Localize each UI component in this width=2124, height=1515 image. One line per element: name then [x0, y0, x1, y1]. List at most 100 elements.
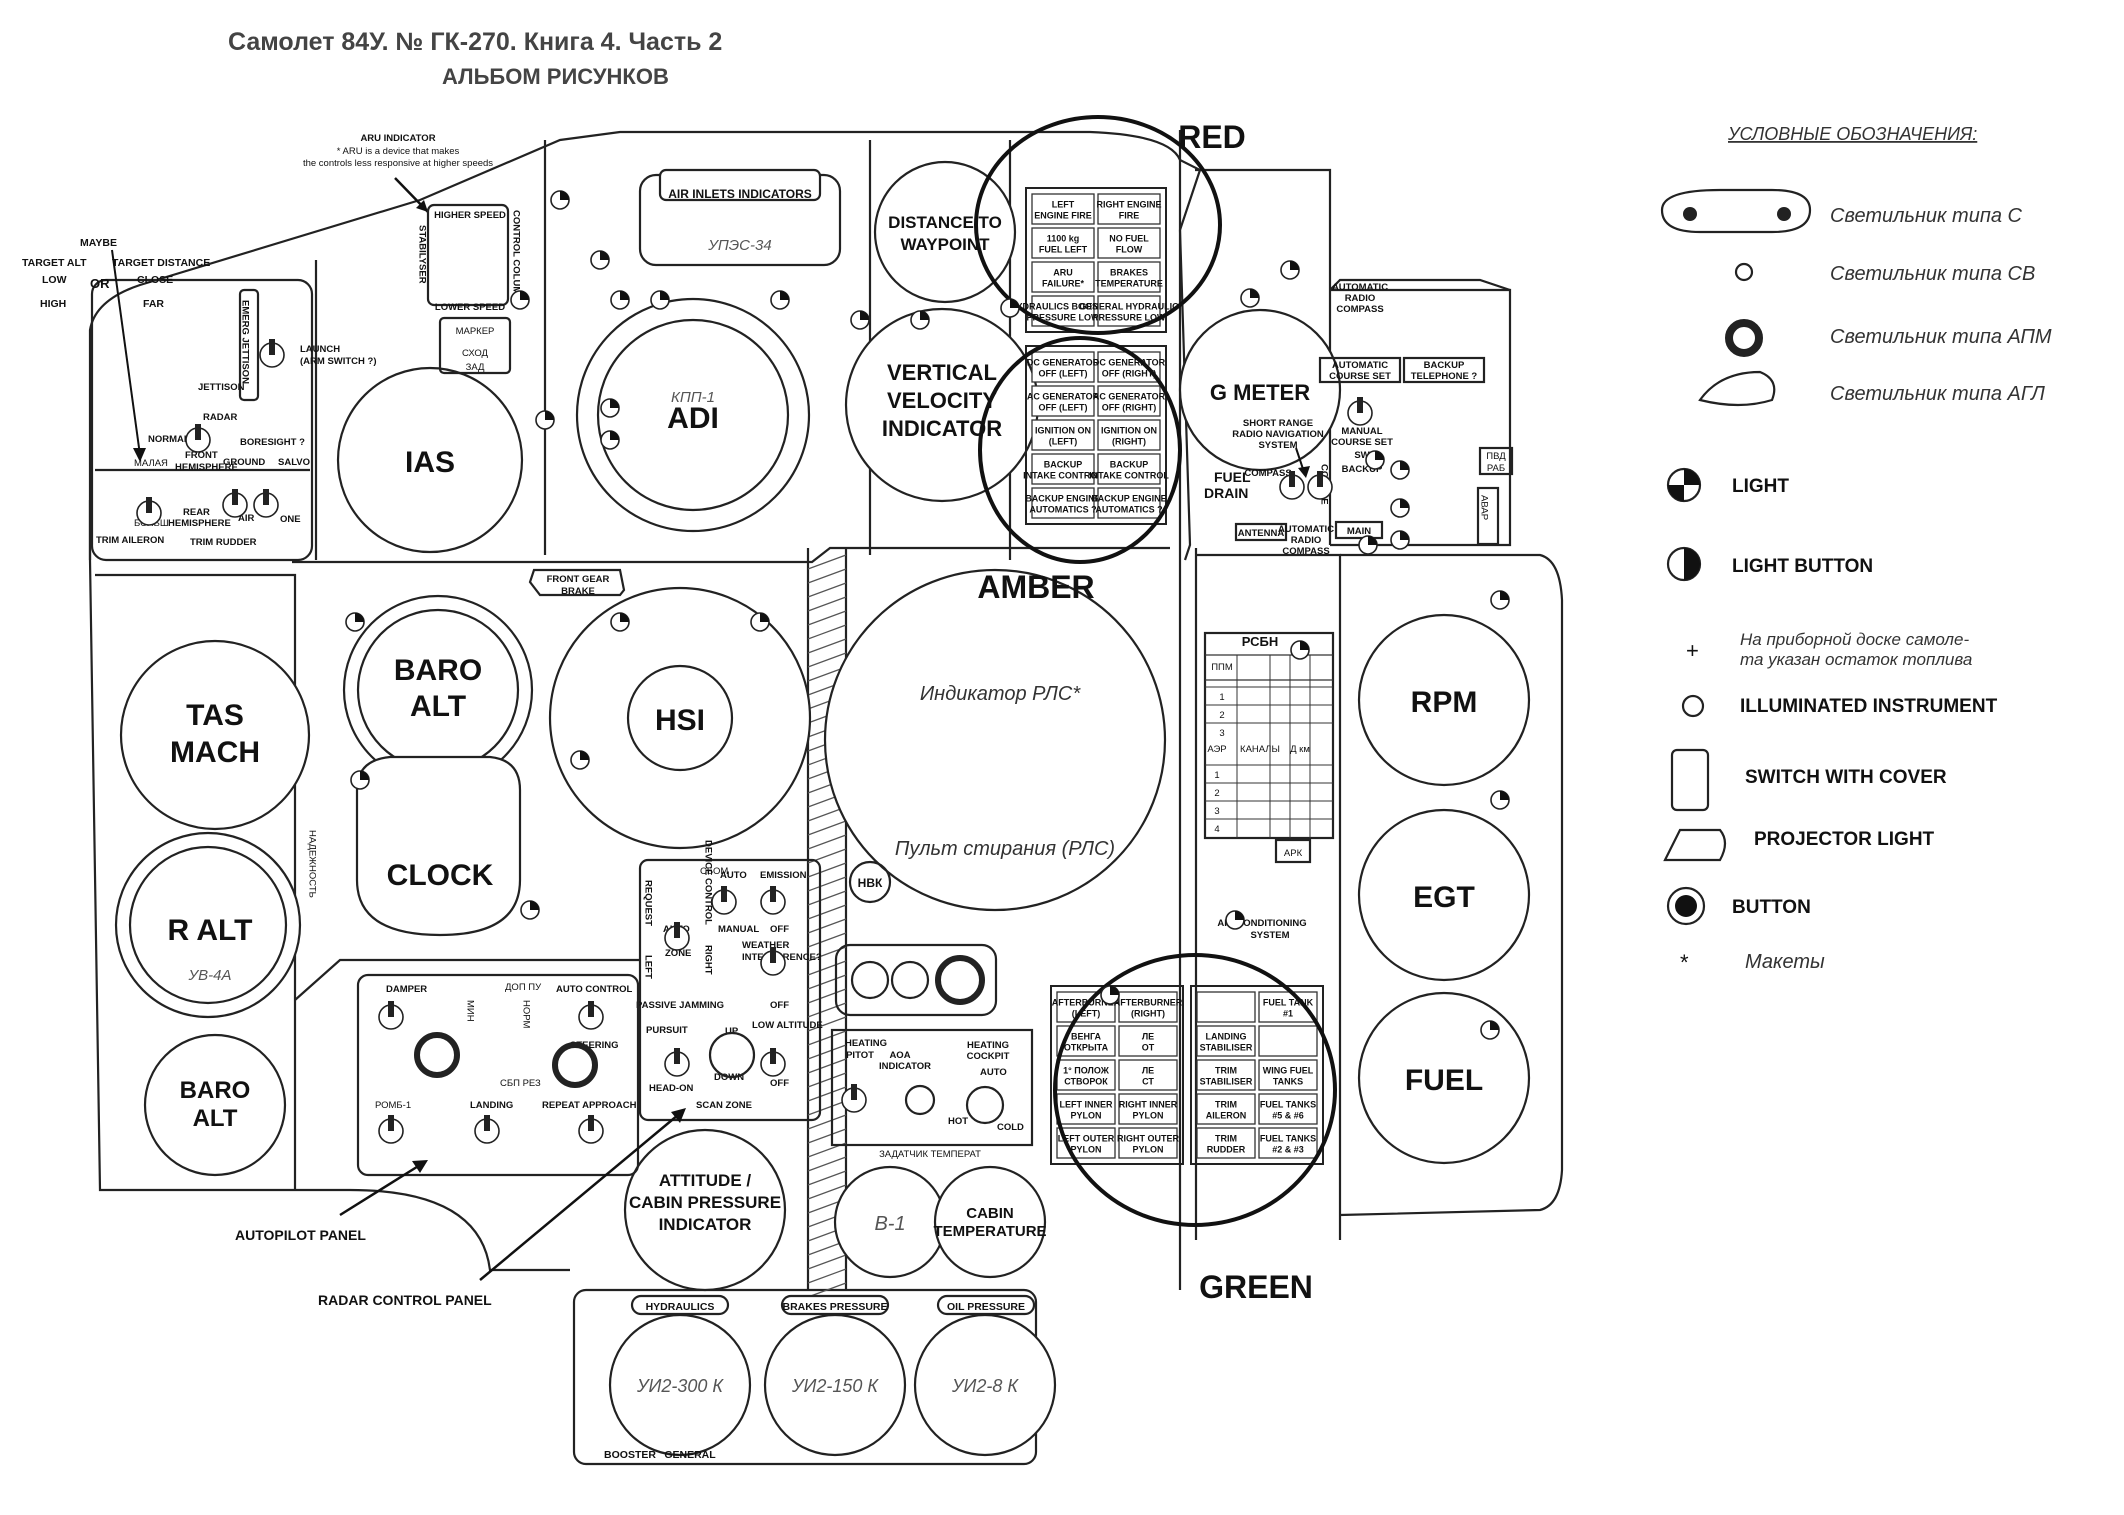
warning-cell-label: PRESSURE LOW: [1026, 313, 1100, 323]
svg-text:AUTOMATIC: AUTOMATIC: [1332, 282, 1388, 293]
warning-cell-label: AUTOMATICS ?: [1029, 505, 1096, 515]
svg-text:Светильник типа АПМ: Светильник типа АПМ: [1830, 326, 2052, 348]
svg-text:BARO: BARO: [180, 1077, 251, 1104]
warning-cell-label: 1° ПОЛОЖ: [1063, 1066, 1110, 1076]
svg-text:РОМБ-1: РОМБ-1: [375, 1100, 411, 1111]
svg-text:PROJECTOR LIGHT: PROJECTOR LIGHT: [1754, 829, 1935, 850]
warning-cell-label: FAILURE*: [1042, 279, 1085, 289]
svg-text:WAYPOINT: WAYPOINT: [900, 235, 990, 254]
svg-text:RADAR: RADAR: [203, 412, 237, 423]
warning-cell: [1196, 991, 1256, 1023]
warning-cell: [1031, 453, 1095, 485]
hatch-line: [807, 1282, 847, 1298]
instrument-clock: CLOCK: [355, 755, 522, 937]
svg-text:DAMPER: DAMPER: [386, 984, 427, 995]
rsbn-row-number: 1: [1219, 692, 1224, 703]
svg-text:Индикатор РЛС*: Индикатор РЛС*: [920, 683, 1081, 705]
svg-text:REPEAT APPROACH: REPEAT APPROACH: [542, 1100, 637, 1111]
svg-text:LAUNCH: LAUNCH: [300, 344, 340, 355]
svg-text:EGT: EGT: [1413, 881, 1475, 914]
svg-text:ATTITUDE /: ATTITUDE /: [659, 1171, 752, 1190]
svg-text:COLD: COLD: [997, 1122, 1024, 1133]
gauge-oil-pressure: УИ2-8 К OIL PRESSURE: [913, 1294, 1057, 1457]
svg-text:HEAD-ON: HEAD-ON: [649, 1083, 693, 1094]
toggle-lever: [484, 1115, 490, 1131]
warning-cell: [1056, 1059, 1116, 1091]
svg-text:REQUEST: REQUEST: [643, 880, 654, 926]
svg-text:TAS: TAS: [186, 699, 244, 732]
svg-text:УИ2-150 К: УИ2-150 К: [791, 1376, 879, 1396]
svg-text:УПЭС-34: УПЭС-34: [707, 237, 771, 254]
warning-cell-label: TRIM: [1215, 1100, 1237, 1110]
svg-text:AUTOMATIC: AUTOMATIC: [1278, 524, 1334, 535]
svg-text:FRONT: FRONT: [185, 450, 218, 461]
color-zones: RED AMBER GREEN: [974, 115, 1337, 1305]
header-line1: Самолет 84У. № ГК-270. Книга 4. Часть 2: [228, 28, 722, 56]
svg-text:Пульт стирания (РЛС): Пульт стирания (РЛС): [895, 838, 1115, 860]
warning-cell: [1097, 227, 1161, 259]
warning-cell: [1118, 1093, 1178, 1125]
svg-text:РСБН: РСБН: [1242, 634, 1278, 649]
svg-text:RPM: RPM: [1411, 686, 1478, 719]
svg-text:AUTOPILOT PANEL: AUTOPILOT PANEL: [235, 1227, 366, 1243]
warning-cell: [1031, 487, 1095, 519]
svg-text:LANDING: LANDING: [470, 1100, 513, 1111]
svg-text:BUTTON: BUTTON: [1732, 897, 1811, 918]
svg-text:AUTO: AUTO: [720, 870, 747, 881]
panel-outline: [88, 130, 1564, 1466]
toggle-lever: [770, 947, 776, 963]
svg-text:DRAIN: DRAIN: [1204, 485, 1248, 501]
hatch-strip: [807, 554, 847, 1298]
hatch-line: [807, 1058, 847, 1074]
svg-text:НВК: НВК: [858, 876, 883, 890]
warning-cell: [1258, 1059, 1318, 1091]
warning-cell-label: ОТКРЫТА: [1064, 1043, 1109, 1053]
warning-cell: [1118, 1059, 1178, 1091]
hatch-line: [807, 1184, 847, 1200]
svg-text:STEERING: STEERING: [570, 1040, 619, 1051]
svg-text:AUTOMATIC: AUTOMATIC: [1332, 360, 1388, 371]
svg-text:НОРМ: НОРМ: [521, 1000, 532, 1028]
svg-text:PASSIVE JAMMING: PASSIVE JAMMING: [636, 1000, 724, 1011]
instrument-attitude-cabin-pressure: ATTITUDE / CABIN PRESSURE INDICATOR: [623, 1128, 787, 1292]
hatch-line: [807, 918, 847, 934]
svg-text:WEATHER: WEATHER: [742, 940, 789, 951]
warning-cell-label: ЛЕ: [1142, 1066, 1154, 1076]
autopilot-panel: DAMPER ДОП ПУ AUTO CONTROL МИН НОРМ СБП …: [356, 973, 640, 1177]
svg-text:MANUAL: MANUAL: [718, 924, 759, 935]
svg-text:ЗАДАТЧИК ТЕМПЕРАТ: ЗАДАТЧИК ТЕМПЕРАТ: [879, 1149, 981, 1160]
gauge-hydraulics: УИ2-300 К HYDRAULICS BOOSTER GENERAL: [604, 1294, 752, 1461]
warning-cell-label: (LEFT): [1049, 437, 1078, 447]
warning-cell: [1118, 1127, 1178, 1159]
toggle-lever: [1289, 471, 1295, 487]
svg-text:HEATING: HEATING: [845, 1038, 887, 1049]
toggle-lever: [388, 1001, 394, 1017]
warning-cell-label: PYLON: [1132, 1145, 1163, 1155]
svg-text:AUTO CONTROL: AUTO CONTROL: [556, 984, 633, 995]
svg-text:HSI: HSI: [655, 704, 705, 737]
warning-cell-label: GENERAL HYDRAULIC: [1079, 302, 1179, 312]
hatch-line: [807, 1016, 847, 1032]
svg-text:МАРКЕР: МАРКЕР: [456, 326, 495, 337]
svg-text:HEATING: HEATING: [967, 1040, 1009, 1051]
warning-cell-label: NO FUEL: [1109, 234, 1149, 244]
svg-text:СХОД: СХОД: [462, 348, 489, 359]
legend: УСЛОВНЫЕ ОБОЗНАЧЕНИЯ: Светильник типа С …: [1660, 124, 2052, 975]
svg-text:РАБ: РАБ: [1487, 463, 1505, 474]
svg-text:MAYBE: MAYBE: [80, 237, 117, 249]
warning-cell-label: PRESSURE LOW: [1092, 313, 1166, 323]
svg-text:VERTICAL: VERTICAL: [887, 360, 997, 385]
front-gear-brake: FRONT GEAR BRAKE: [528, 568, 626, 597]
svg-text:NORMAL ?: NORMAL ?: [148, 434, 198, 445]
svg-text:TEMPERATURE: TEMPERATURE: [933, 1223, 1046, 1240]
label-nadezhnost: НАДЕЖНОСТЬ: [307, 830, 318, 898]
svg-text:УИ2-300 К: УИ2-300 К: [636, 1376, 724, 1396]
svg-text:EMERG JETTISON: EMERG JETTISON: [240, 300, 251, 384]
toggle-lever: [269, 339, 275, 355]
svg-text:COMPASS: COMPASS: [1336, 304, 1383, 315]
svg-text:+: +: [1686, 638, 1699, 663]
toggle-lever: [388, 1115, 394, 1131]
svg-text:* ARU is a device that makes: * ARU is a device that makes: [337, 146, 460, 157]
warning-cell-label: ЛЕ: [1142, 1032, 1154, 1042]
svg-text:JETTISON: JETTISON: [198, 382, 245, 393]
